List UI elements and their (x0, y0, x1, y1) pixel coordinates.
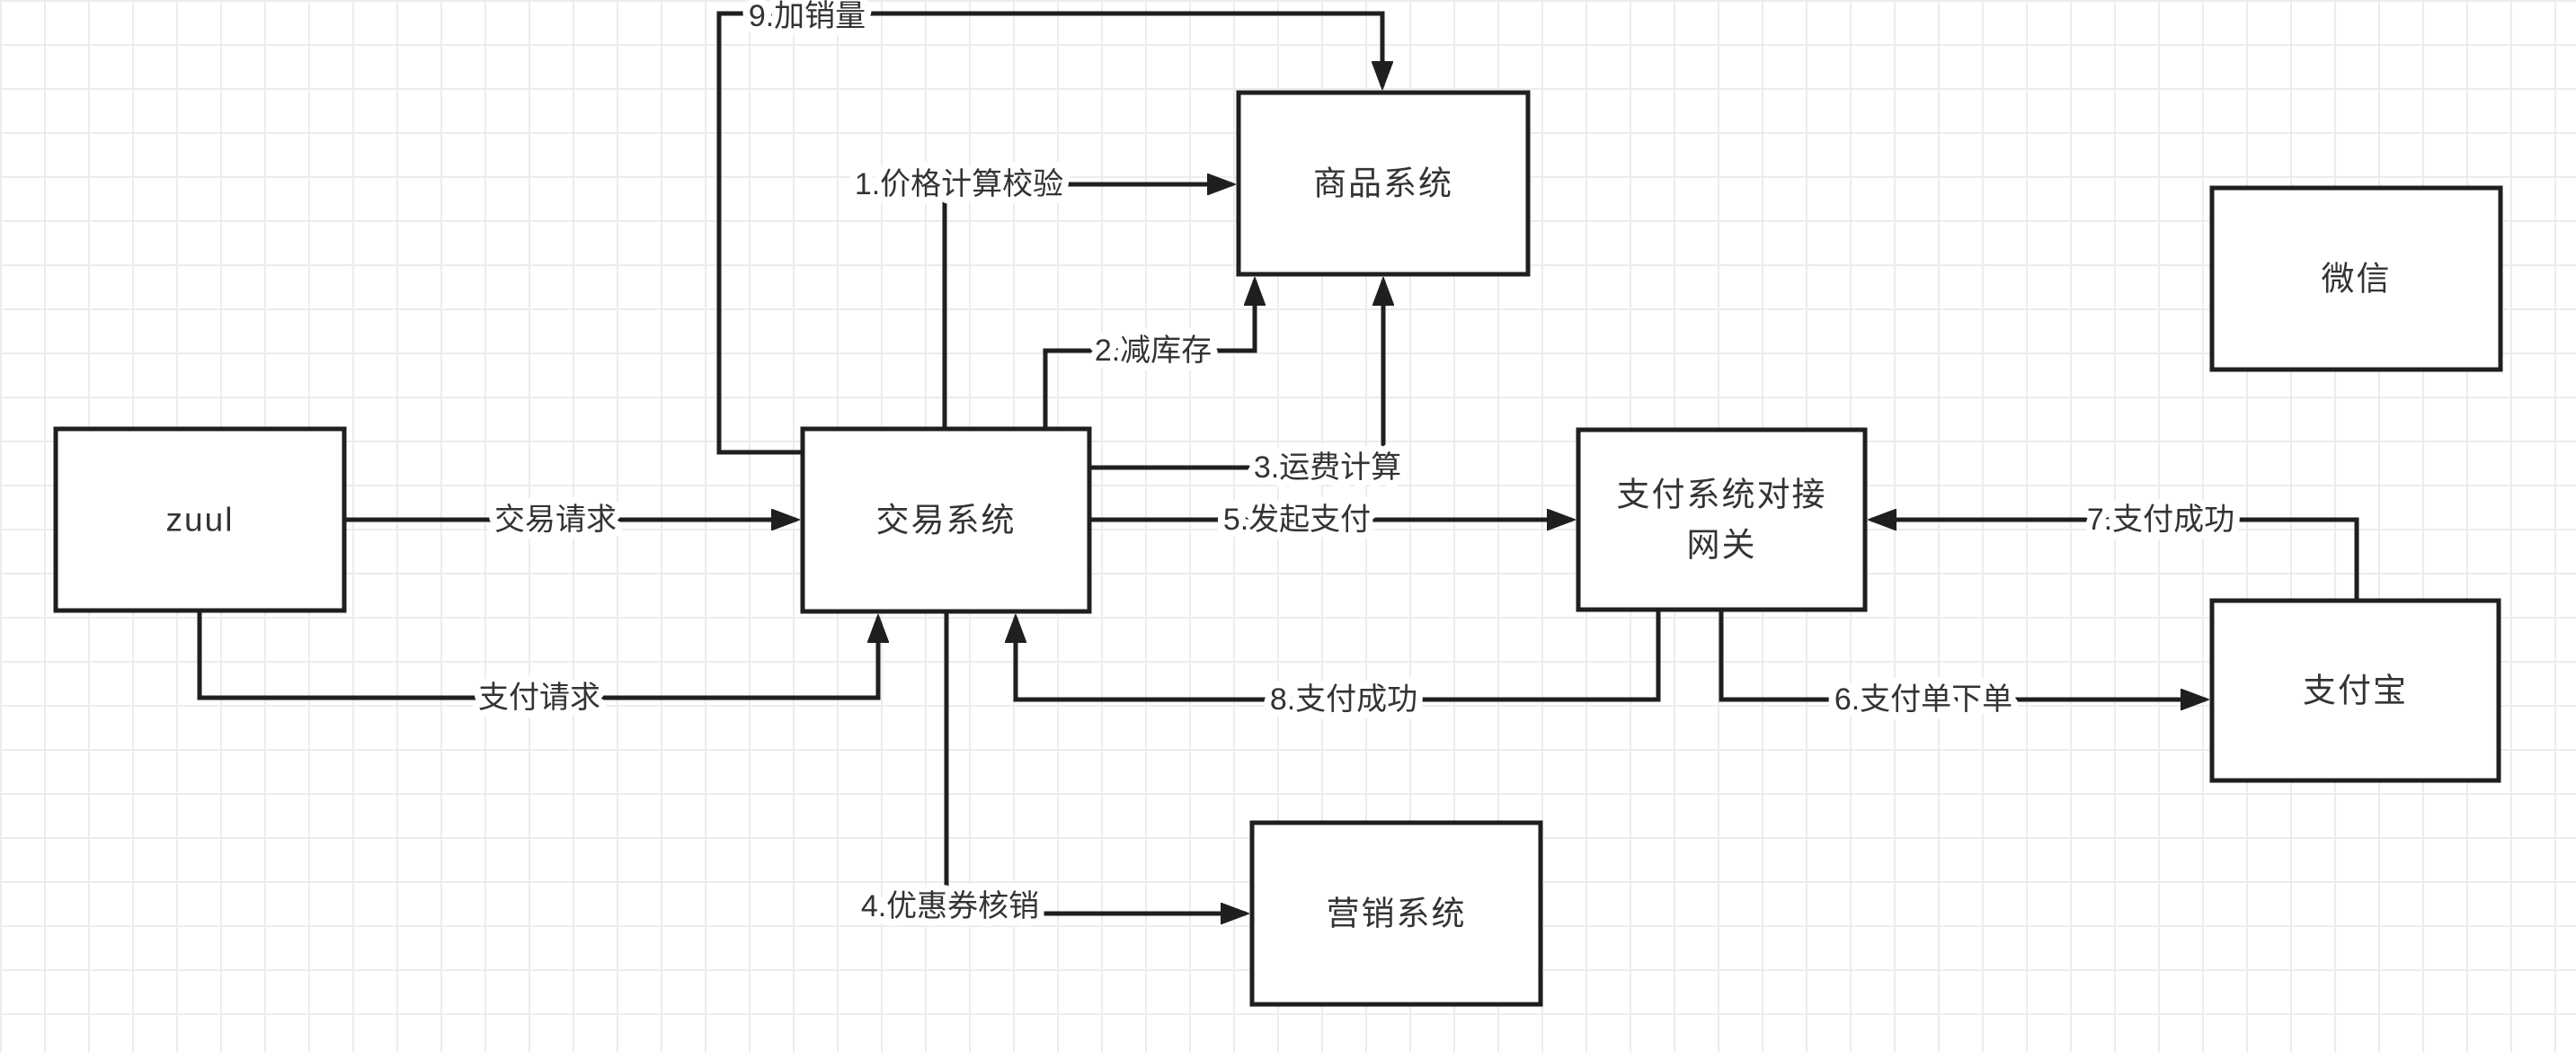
node-label-alipay: 支付宝 (2303, 673, 2408, 709)
edge-step4 (944, 611, 1246, 914)
node-box-pay-gateway[interactable] (1576, 427, 1868, 612)
edge-label-step7: 7.支付成功 (2087, 503, 2234, 537)
node-pay-gateway[interactable]: 支付系统对接网关 (1576, 427, 1868, 612)
edge-step9 (716, 11, 1382, 455)
edge-label-step5: 5.发起支付 (1223, 503, 1371, 537)
node-box-marketing[interactable] (1249, 820, 1543, 1007)
edge-label-step1: 1.价格计算校验 (855, 167, 1063, 201)
node-alipay[interactable]: 支付宝 (2209, 598, 2501, 783)
node-box-product[interactable] (1236, 90, 1531, 277)
edge-label-trade-request: 交易请求 (494, 503, 617, 537)
edge-step8 (1016, 610, 1661, 702)
node-wechat[interactable]: 微信 (2209, 185, 2503, 372)
edges-layer (197, 11, 2359, 914)
node-label-trade: 交易系统 (876, 502, 1017, 539)
edge-step7 (1871, 520, 2359, 601)
edge-label-step9: 9.加销量 (749, 0, 866, 33)
edge-label-step2: 2.减库存 (1095, 334, 1212, 368)
node-label-zuul: zuul (166, 502, 235, 539)
node-marketing[interactable]: 营销系统 (1249, 820, 1543, 1007)
edge-step6 (1719, 610, 2206, 700)
edge-label-step6: 6.支付单下单 (1834, 682, 2012, 717)
edge-label-step8: 8.支付成功 (1270, 682, 1417, 717)
node-box-wechat[interactable] (2209, 185, 2503, 372)
edge-step3 (1089, 281, 1383, 470)
node-label-marketing: 营销系统 (1327, 896, 1467, 932)
edge-step2 (1043, 281, 1255, 429)
node-trade[interactable]: 交易系统 (800, 426, 1092, 614)
node-box-zuul[interactable] (53, 426, 347, 613)
node-label-product: 商品系统 (1313, 165, 1453, 202)
node-label-pay-gateway: 支付系统对接网关 (1617, 477, 1827, 564)
edge-step1 (942, 184, 1232, 429)
node-zuul[interactable]: zuul (53, 426, 347, 613)
edge-label-step3: 3.运费计算 (1254, 450, 1401, 485)
edge-label-step4: 4.优惠券核销 (861, 889, 1039, 923)
edge-pay-request (197, 611, 878, 700)
node-label-wechat: 微信 (2322, 261, 2392, 298)
edge-label-pay-request: 支付请求 (478, 681, 600, 715)
node-product[interactable]: 商品系统 (1236, 90, 1531, 277)
node-box-alipay[interactable] (2209, 598, 2501, 783)
node-box-trade[interactable] (800, 426, 1092, 614)
